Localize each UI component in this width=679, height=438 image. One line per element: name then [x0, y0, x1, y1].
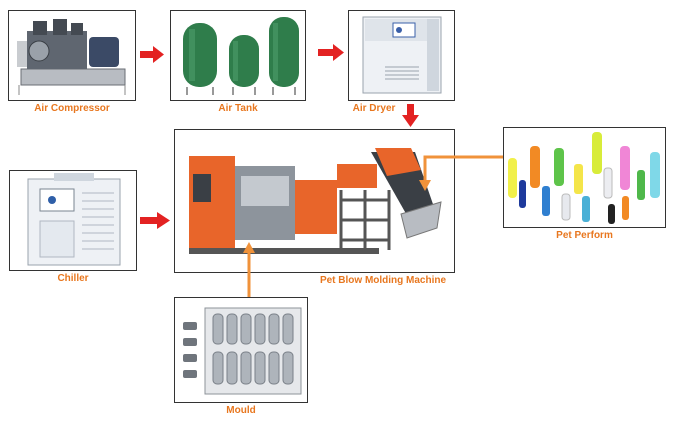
tank-icon [183, 17, 299, 95]
red-arrow-head [153, 46, 164, 63]
machine-node [174, 129, 455, 273]
chiller-icon [27, 173, 121, 266]
red-arrow-shaft [140, 51, 154, 58]
mould-node [174, 297, 308, 403]
red-arrow-shaft [140, 217, 158, 224]
red-arrow-head [402, 115, 419, 127]
mould-icon [183, 307, 302, 395]
compressor-icon [17, 19, 126, 95]
arrow-compressor-to-tank [140, 46, 164, 63]
air-tank-label: Air Tank [218, 103, 258, 114]
arrow-chiller-to-machine [140, 212, 170, 229]
air-dryer-node [348, 10, 455, 101]
preform-node [503, 127, 666, 228]
red-arrow-head [333, 44, 344, 61]
preform-icon [508, 132, 660, 224]
chiller-node [9, 170, 137, 271]
blow-molding-machine-icon [189, 148, 442, 254]
mould-label: Mould [226, 405, 256, 416]
arrow-tank-to-dryer [318, 44, 344, 61]
red-arrow-shaft [318, 49, 334, 56]
red-arrow-head [157, 212, 170, 229]
dryer-icon [362, 16, 442, 94]
air-tank-node [170, 10, 306, 101]
air-compressor-label: Air Compressor [34, 103, 110, 114]
chiller-label: Chiller [57, 273, 89, 284]
preform-label: Pet Perform [556, 230, 613, 241]
air-compressor-node [8, 10, 136, 101]
machine-label: Pet Blow Molding Machine [319, 275, 447, 286]
air-dryer-label: Air Dryer [352, 103, 396, 114]
